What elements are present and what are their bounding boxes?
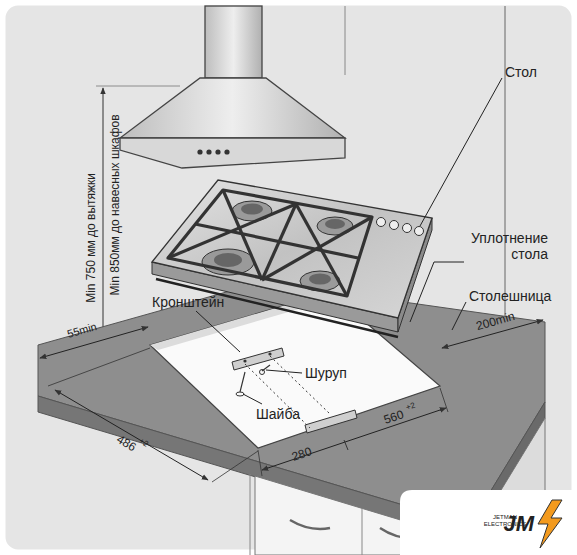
part-label: Стол [505,64,537,80]
clearance-note: Min 850мм до навесных шкафов [109,114,123,295]
part-label: Шайба [256,406,300,422]
part-label: Столешница [469,288,551,304]
clearance-note: Min 750 мм до вытяжки [85,173,99,303]
part-label: Уплотнение стола [466,230,548,262]
part-label: Шуруп [305,365,347,381]
part-label: Кронштейн [152,294,224,310]
watermark-logo: JM [503,511,534,536]
